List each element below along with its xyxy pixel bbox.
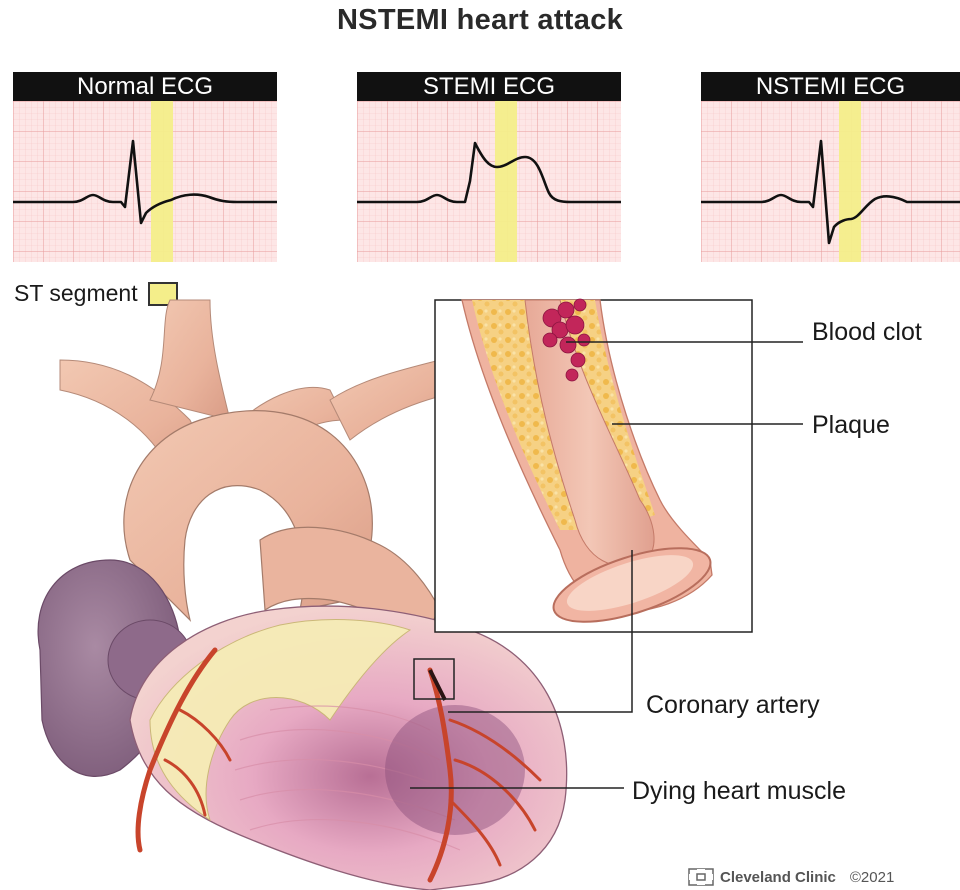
copyright: ©2021 xyxy=(850,869,894,886)
footer-credit: Cleveland Clinic ©2021 xyxy=(688,868,894,886)
label-blood-clot: Blood clot xyxy=(812,321,942,343)
cleveland-clinic-logo-icon xyxy=(688,868,714,886)
label-coronary-artery: Coronary artery xyxy=(646,694,820,716)
label-dying-heart-muscle: Dying heart muscle xyxy=(632,780,846,802)
label-plaque: Plaque xyxy=(812,414,890,436)
brand-name: Cleveland Clinic xyxy=(720,869,836,886)
